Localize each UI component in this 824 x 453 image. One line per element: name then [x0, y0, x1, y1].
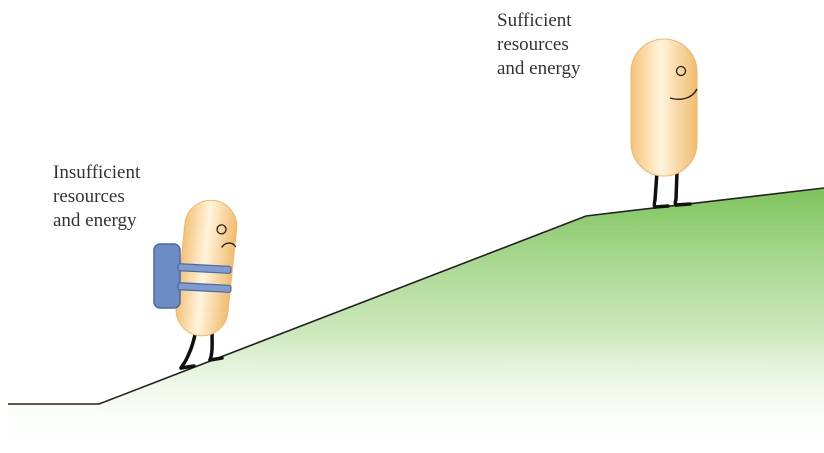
tired-walker	[154, 198, 240, 368]
grass-fade-left	[8, 404, 99, 453]
insufficient-line-2: resources	[53, 185, 140, 209]
backpack-bag	[154, 244, 180, 308]
insufficient-line-1: Insufficient	[53, 161, 140, 185]
right-foot	[210, 358, 222, 360]
left-leg	[181, 330, 196, 368]
sufficient-label: Sufficient resources and energy	[497, 9, 581, 81]
happy-right-leg	[675, 172, 677, 205]
insufficient-label: Insufficient resources and energy	[53, 161, 140, 233]
happy-body	[631, 39, 697, 176]
happy-left-leg	[654, 172, 657, 207]
happy-walker	[631, 39, 697, 207]
happy-left-foot	[655, 206, 668, 207]
sufficient-line-3: and energy	[497, 57, 581, 81]
left-foot	[181, 366, 194, 368]
sufficient-line-1: Sufficient	[497, 9, 581, 33]
insufficient-line-3: and energy	[53, 209, 140, 233]
happy-right-foot	[676, 204, 690, 205]
sufficient-line-2: resources	[497, 33, 581, 57]
